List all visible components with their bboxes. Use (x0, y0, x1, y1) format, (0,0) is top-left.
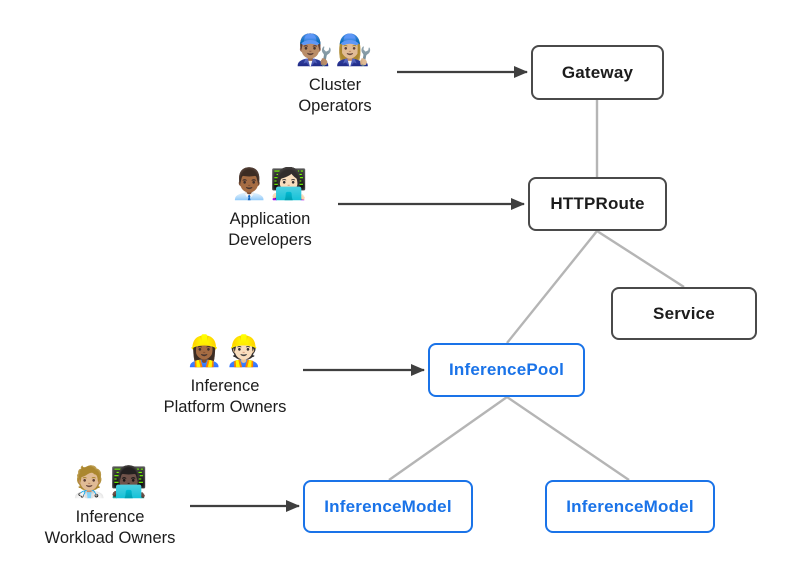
actor-label-line1: Inference (75, 508, 145, 526)
node-service-label: Service (653, 303, 715, 323)
actor-label-line2: Operators (298, 97, 372, 115)
actor-label-line2: Developers (228, 231, 312, 249)
node-inferencemodel-right: InferenceModel (545, 480, 715, 533)
developers-emoji-icon: 👨🏾‍💼👩🏻‍💻 (230, 168, 310, 201)
node-gateway: Gateway (531, 45, 664, 100)
actor-label-line2: Platform Owners (163, 398, 287, 416)
actor-inference-workload-owners: 🧑🏼‍⚕️👨🏿‍💻 Inference Workload Owners (15, 463, 205, 549)
node-httproute-label: HTTPRoute (550, 194, 645, 213)
node-inferencemodel-left: InferenceModel (303, 480, 473, 533)
mechanics-emoji-icon: 👨🏽‍🔧👩🏼‍🔧 (295, 34, 375, 67)
connector-httproute-service (596, 229, 685, 289)
node-gateway-label: Gateway (561, 62, 634, 82)
node-inferencemodel-left-label: InferenceModel (324, 496, 452, 516)
actor-label-line2: Workload Owners (44, 529, 176, 547)
actor-application-developers: 👨🏾‍💼👩🏻‍💻 Application Developers (175, 165, 365, 251)
actor-label-line1: Inference (190, 377, 260, 395)
connector-inferencepool-inferencemodel-left (388, 396, 508, 481)
node-inferencepool-label: InferencePool (448, 360, 565, 379)
workload-owners-emoji-icon: 🧑🏼‍⚕️👨🏿‍💻 (70, 466, 150, 499)
node-inferencepool: InferencePool (428, 343, 585, 397)
actor-inference-platform-owners: 👷🏾‍♀️👷🏻 Inference Platform Owners (130, 332, 320, 418)
actor-label-line1: Cluster (308, 76, 362, 94)
actor-cluster-operators: 👨🏽‍🔧👩🏼‍🔧 Cluster Operators (240, 31, 430, 117)
node-service: Service (611, 287, 757, 340)
node-httproute: HTTPRoute (528, 177, 667, 231)
actor-label: Inference Workload Owners (15, 507, 205, 549)
actor-label-line1: Application (229, 210, 311, 228)
actor-label: Inference Platform Owners (130, 376, 320, 418)
node-inferencemodel-right-label: InferenceModel (566, 496, 694, 516)
construction-workers-emoji-icon: 👷🏾‍♀️👷🏻 (185, 335, 265, 368)
actor-label: Cluster Operators (240, 75, 430, 117)
connector-inferencepool-inferencemodel-right (506, 396, 630, 481)
connector-httproute-inferencepool (506, 230, 598, 344)
actor-label: Application Developers (175, 209, 365, 251)
